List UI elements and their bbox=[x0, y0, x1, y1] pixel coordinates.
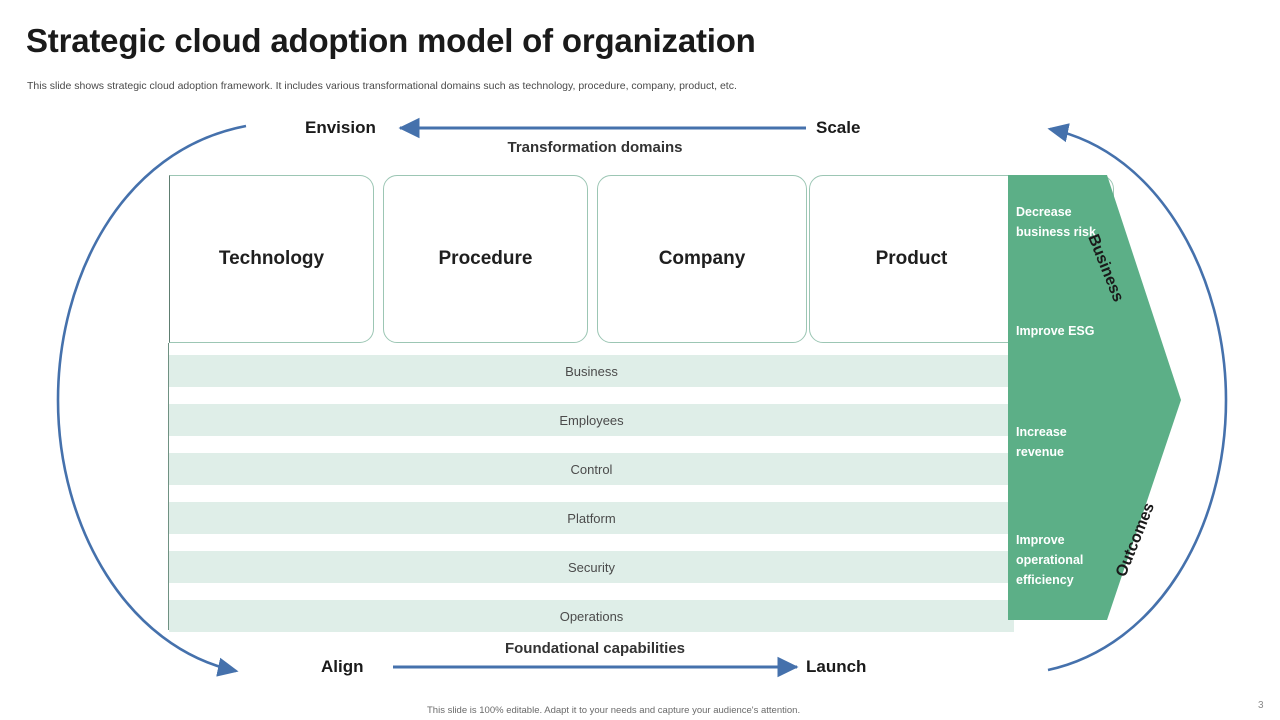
capability-label: Business bbox=[565, 363, 618, 379]
domain-box-procedure[interactable]: Procedure bbox=[383, 175, 588, 343]
domain-label: Procedure bbox=[438, 248, 533, 269]
page-number: 3 bbox=[1258, 700, 1264, 711]
green-arrow-shape bbox=[1008, 175, 1181, 620]
benefit-improve-operational-efficiency: Improve operational efficiency bbox=[1016, 533, 1084, 587]
right-cycle-arc bbox=[1047, 123, 1228, 672]
page-subtitle: This slide shows strategic cloud adoptio… bbox=[27, 80, 737, 92]
capabilities-spine bbox=[168, 343, 169, 630]
capability-label: Control bbox=[570, 461, 613, 477]
caption-transformation-domains: Transformation domains bbox=[507, 139, 683, 156]
cycle-label-envision[interactable]: Envision bbox=[305, 118, 376, 137]
capability-bar[interactable]: Operations bbox=[169, 600, 1014, 632]
capability-bar[interactable]: Employees bbox=[169, 404, 1014, 436]
capability-label: Platform bbox=[567, 510, 616, 526]
domain-label: Company bbox=[658, 248, 746, 269]
transformation-domain-boxes: Technology Procedure Company Product bbox=[169, 175, 1114, 343]
cycle-label-align[interactable]: Align bbox=[321, 657, 364, 676]
capability-bar[interactable]: Control bbox=[169, 453, 1014, 485]
benefit-improve-esg: Improve ESG bbox=[1016, 324, 1095, 338]
capability-label: Operations bbox=[559, 608, 624, 624]
cycle-label-scale[interactable]: Scale bbox=[816, 118, 861, 137]
benefit-increase-revenue: Increase revenue bbox=[1016, 425, 1067, 459]
domain-label: Product bbox=[875, 248, 948, 269]
capability-bar[interactable]: Platform bbox=[169, 502, 1014, 534]
foundational-capability-bars: Business Employees Control Platform Secu… bbox=[169, 355, 1014, 632]
cycle-label-launch[interactable]: Launch bbox=[806, 657, 867, 676]
page-title: Strategic cloud adoption model of organi… bbox=[26, 22, 756, 59]
capability-bar[interactable]: Security bbox=[169, 551, 1014, 583]
capability-label: Employees bbox=[559, 412, 624, 428]
capability-bar[interactable]: Business bbox=[169, 355, 1014, 387]
capability-label: Security bbox=[568, 559, 615, 575]
domain-box-technology[interactable]: Technology bbox=[169, 175, 374, 343]
benefit-decrease-business-risk: Decrease business risk bbox=[1016, 205, 1096, 239]
left-cycle-arc bbox=[56, 124, 247, 677]
footer-note: This slide is 100% editable. Adapt it to… bbox=[427, 705, 801, 716]
domain-box-company[interactable]: Company bbox=[597, 175, 807, 343]
caption-foundational-capabilities: Foundational capabilities bbox=[504, 640, 686, 657]
domain-label: Technology bbox=[218, 248, 325, 269]
